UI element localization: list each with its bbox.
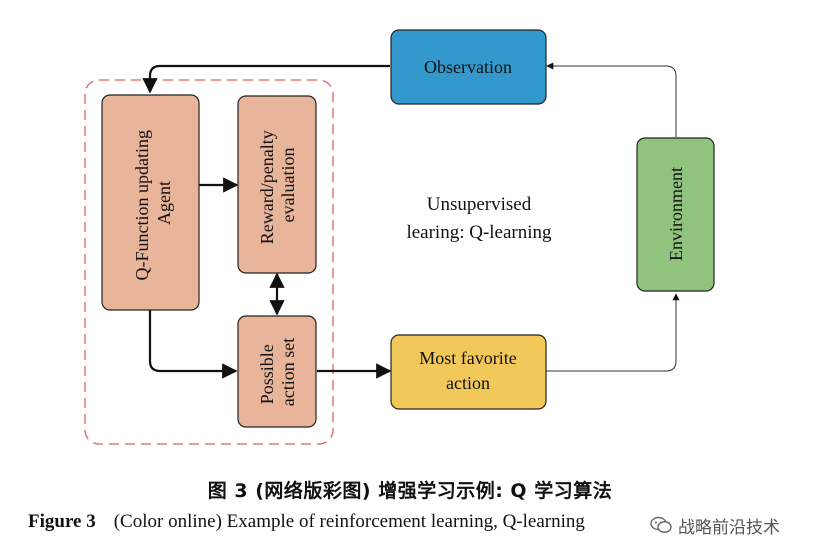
favorite-to-environment-arrow xyxy=(546,293,680,372)
reward-penalty-node: Reward/penalty evaluation xyxy=(237,95,317,274)
favorite-label-line1: Most favorite xyxy=(419,348,516,368)
agent-to-actionset-arrow xyxy=(148,310,238,379)
svg-text:Q-Function updating Agen: Q-Function updating Agent xyxy=(132,126,174,281)
figure-label: Figure 3 xyxy=(28,511,96,532)
action-set-label-line1: Possible xyxy=(257,344,277,404)
reinforcement-learning-diagram: Observation Q-Function updating Agent Re… xyxy=(84,29,715,445)
annotation-line2: learing: Q-learning xyxy=(406,222,552,243)
most-favorite-action-node: Most favorite action xyxy=(390,334,547,410)
q-function-agent-node: Q-Function updating Agent xyxy=(101,94,200,311)
caption-chinese: 图 3 (网络版彩图) 增强学习示例: Q 学习算法 xyxy=(207,480,613,502)
svg-text:Possible action set: Possible action set xyxy=(257,338,298,406)
reward-label-line2: evaluation xyxy=(278,148,298,223)
possible-action-set-node: Possible action set xyxy=(237,315,317,428)
observation-node: Observation xyxy=(390,29,547,105)
watermark-text: 战略前沿技术 xyxy=(678,517,780,538)
favorite-label-line2: action xyxy=(446,373,490,393)
action-set-label-line2: action set xyxy=(278,338,298,406)
environment-to-observation-arrow xyxy=(546,62,677,137)
q-function-label-line2: Agent xyxy=(154,181,174,225)
svg-text:Reward/penalty evaluatio: Reward/penalty evaluation xyxy=(257,126,298,244)
agent-group-border xyxy=(84,79,334,445)
caption-english: Figure 3 (Color online) Example of reinfo… xyxy=(28,511,585,533)
reward-label-line1: Reward/penalty xyxy=(257,130,277,244)
figure-caption-text: (Color online) Example of reinforcement … xyxy=(113,511,585,532)
q-function-label-line1: Q-Function updating xyxy=(132,130,152,281)
watermark: 战略前沿技术 xyxy=(650,512,810,538)
environment-label: Environment xyxy=(666,167,686,261)
environment-node: Environment xyxy=(636,137,715,292)
annotation-line1: Unsupervised xyxy=(427,194,532,215)
wechat-icon xyxy=(650,516,672,533)
observation-to-agent-arrow xyxy=(142,64,390,94)
observation-label: Observation xyxy=(424,57,512,77)
